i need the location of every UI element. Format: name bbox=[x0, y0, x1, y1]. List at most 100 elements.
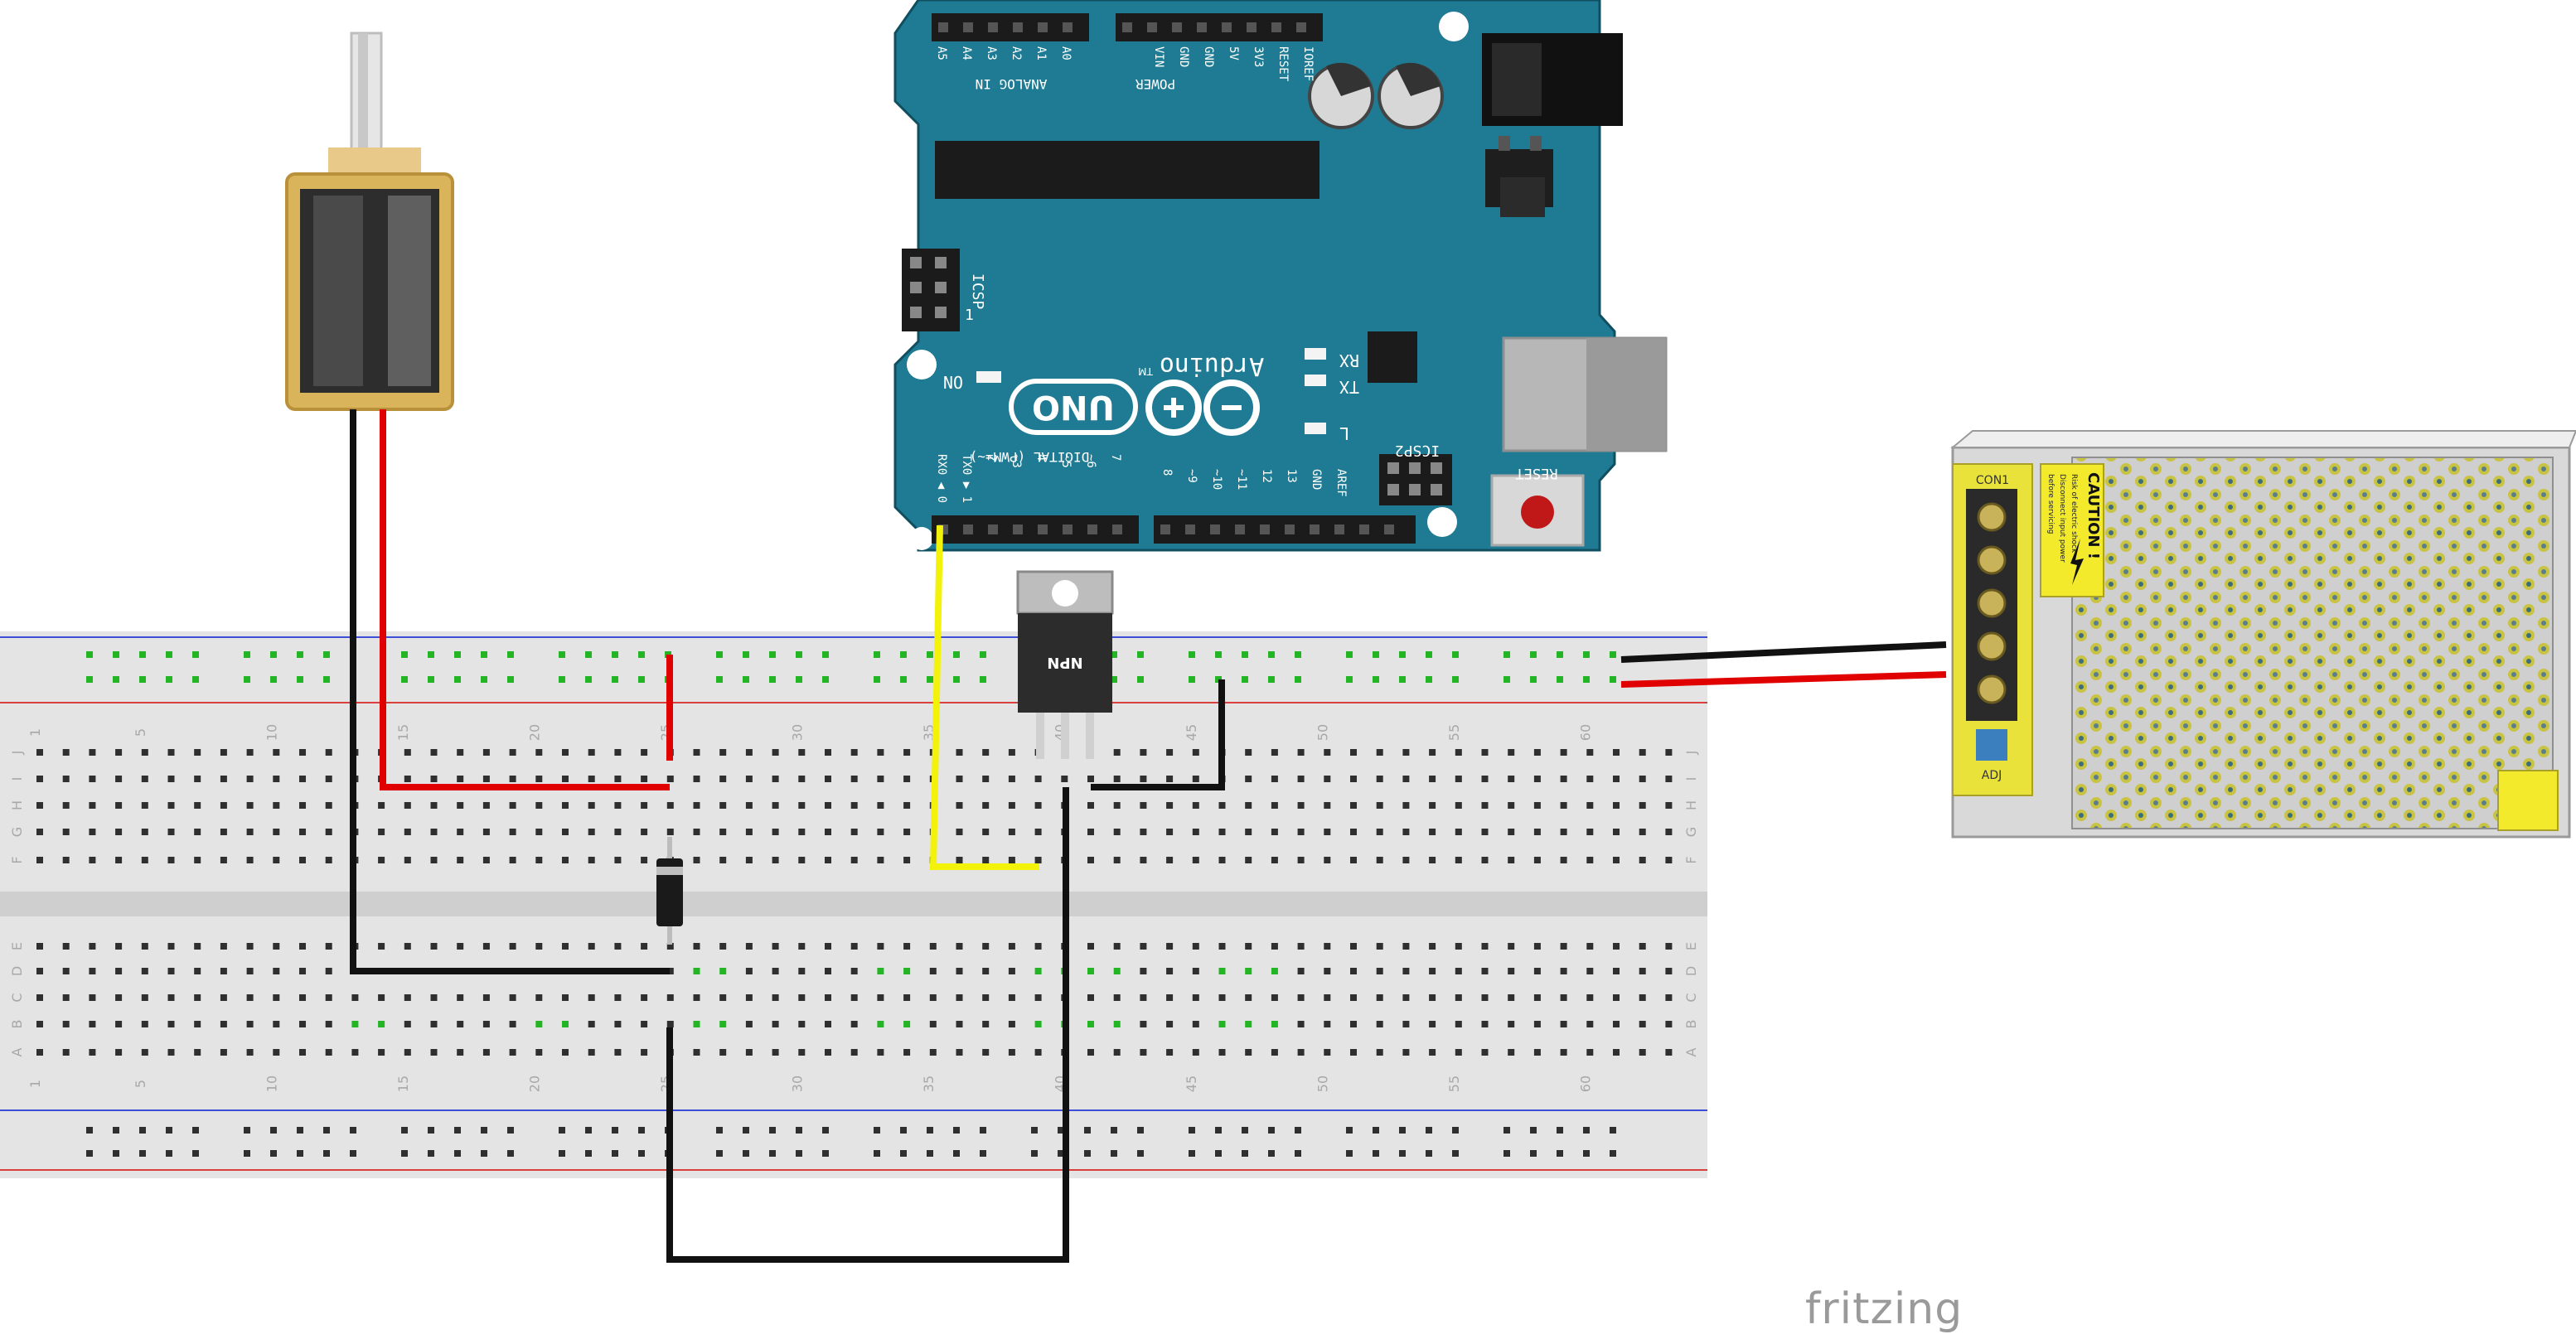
rail-hole bbox=[270, 1150, 277, 1157]
breadboard-hole bbox=[1639, 1021, 1646, 1027]
breadboard: 1155101015152020252530303535404045455050… bbox=[0, 631, 1707, 1178]
breadboard-hole bbox=[1402, 943, 1410, 950]
breadboard-hole bbox=[1271, 943, 1278, 950]
breadboard-hole bbox=[1297, 776, 1305, 782]
rail-hole bbox=[401, 651, 408, 658]
breadboard-hole bbox=[509, 994, 516, 1001]
breadboard-hole bbox=[1034, 943, 1042, 950]
breadboard-hole bbox=[1508, 776, 1515, 782]
pin-label: ~6 bbox=[1084, 454, 1097, 468]
rail-hole bbox=[822, 1150, 829, 1157]
breadboard-hole bbox=[1034, 1021, 1042, 1027]
breadboard-hole bbox=[1218, 802, 1226, 809]
breadboard-hole bbox=[378, 1049, 385, 1056]
row-letter: G bbox=[1683, 827, 1699, 837]
rail-hole bbox=[1242, 1150, 1248, 1157]
breadboard-hole bbox=[877, 749, 884, 756]
breadboard-hole bbox=[1192, 776, 1199, 782]
breadboard-hole bbox=[325, 829, 332, 835]
breadboard-hole bbox=[1481, 943, 1489, 950]
breadboard-hole bbox=[1166, 1049, 1174, 1056]
breadboard-hole bbox=[1324, 943, 1331, 950]
breadboard-hole bbox=[1560, 749, 1567, 756]
arduino-on-label: ON bbox=[943, 372, 963, 392]
rail-hole bbox=[192, 1150, 199, 1157]
breadboard-hole bbox=[482, 1021, 490, 1027]
column-number: 30 bbox=[789, 724, 805, 741]
rail-hole bbox=[874, 676, 880, 683]
breadboard-hole bbox=[1508, 829, 1515, 835]
breadboard-hole bbox=[220, 943, 227, 950]
breadboard-hole bbox=[1508, 802, 1515, 809]
breadboard-hole bbox=[1586, 749, 1594, 756]
solenoid bbox=[285, 31, 454, 411]
breadboard-hole bbox=[1324, 1049, 1331, 1056]
breadboard-hole bbox=[1455, 968, 1462, 974]
breadboard-hole bbox=[798, 829, 806, 835]
breadboard-hole bbox=[588, 776, 595, 782]
breadboard-hole bbox=[1639, 802, 1646, 809]
breadboard-hole bbox=[850, 968, 858, 974]
breadboard-hole bbox=[772, 1021, 779, 1027]
wire-psu-red bbox=[1620, 671, 1947, 688]
breadboard-hole bbox=[1350, 1049, 1357, 1056]
breadboard-hole bbox=[877, 857, 884, 863]
arduino-analog-in-label: ANALOG IN bbox=[976, 76, 1048, 92]
rail-hole bbox=[1242, 1127, 1248, 1134]
pin-label: 2 bbox=[985, 454, 998, 461]
breadboard-hole bbox=[1008, 943, 1015, 950]
breadboard-hole bbox=[1533, 943, 1541, 950]
breadboard-hole bbox=[1008, 1021, 1015, 1027]
breadboard-hole bbox=[1508, 1021, 1515, 1027]
column-number: 55 bbox=[1446, 724, 1462, 741]
breadboard-hole bbox=[1613, 776, 1620, 782]
lightning-icon bbox=[2070, 539, 2084, 585]
rail-hole bbox=[401, 1150, 408, 1157]
breadboard-hole bbox=[1639, 1049, 1646, 1056]
diode bbox=[656, 837, 683, 945]
column-number: 15 bbox=[395, 1076, 411, 1092]
rail-hole bbox=[1452, 1150, 1459, 1157]
column-number: 45 bbox=[1184, 1076, 1199, 1092]
rail-hole bbox=[796, 1127, 802, 1134]
row-letter: E bbox=[9, 942, 25, 950]
breadboard-hole bbox=[378, 857, 385, 863]
breadboard-hole bbox=[1034, 994, 1042, 1001]
arduino-icsp2-label: ICSP2 bbox=[1395, 442, 1440, 459]
rail-hole bbox=[1242, 651, 1248, 658]
breadboard-hole bbox=[1455, 943, 1462, 950]
rail-hole bbox=[1373, 651, 1379, 658]
rail-hole bbox=[350, 1150, 356, 1157]
rail-hole bbox=[1399, 1150, 1406, 1157]
rail-hole bbox=[927, 1150, 933, 1157]
breadboard-hole bbox=[1297, 749, 1305, 756]
breadboard-hole bbox=[1324, 968, 1331, 974]
rail-hole bbox=[1530, 1150, 1537, 1157]
row-letter: F bbox=[9, 856, 25, 863]
breadboard-hole bbox=[1113, 857, 1121, 863]
breadboard-hole bbox=[745, 1049, 753, 1056]
breadboard-hole bbox=[325, 994, 332, 1001]
breadboard-hole bbox=[825, 857, 831, 863]
breadboard-hole bbox=[772, 776, 779, 782]
breadboard-hole bbox=[325, 968, 332, 974]
breadboard-hole bbox=[1087, 994, 1094, 1001]
column-number: 45 bbox=[1184, 724, 1199, 741]
header-pin bbox=[1122, 22, 1132, 32]
row-letter: J bbox=[1683, 751, 1699, 756]
breadboard-hole bbox=[614, 749, 622, 756]
breadboard-hole bbox=[299, 857, 306, 863]
rail-hole bbox=[428, 1150, 434, 1157]
column-number: 1 bbox=[27, 1080, 43, 1088]
breadboard-hole bbox=[929, 1049, 937, 1056]
breadboard-hole bbox=[1008, 749, 1015, 756]
breadboard-hole bbox=[693, 1049, 700, 1056]
breadboard-hole bbox=[325, 802, 332, 809]
breadboard-hole bbox=[1560, 829, 1567, 835]
breadboard-hole bbox=[246, 776, 254, 782]
breadboard-hole bbox=[1376, 802, 1383, 809]
breadboard-hole bbox=[1218, 968, 1226, 974]
breadboard-hole bbox=[1429, 749, 1436, 756]
breadboard-hole bbox=[509, 857, 516, 863]
